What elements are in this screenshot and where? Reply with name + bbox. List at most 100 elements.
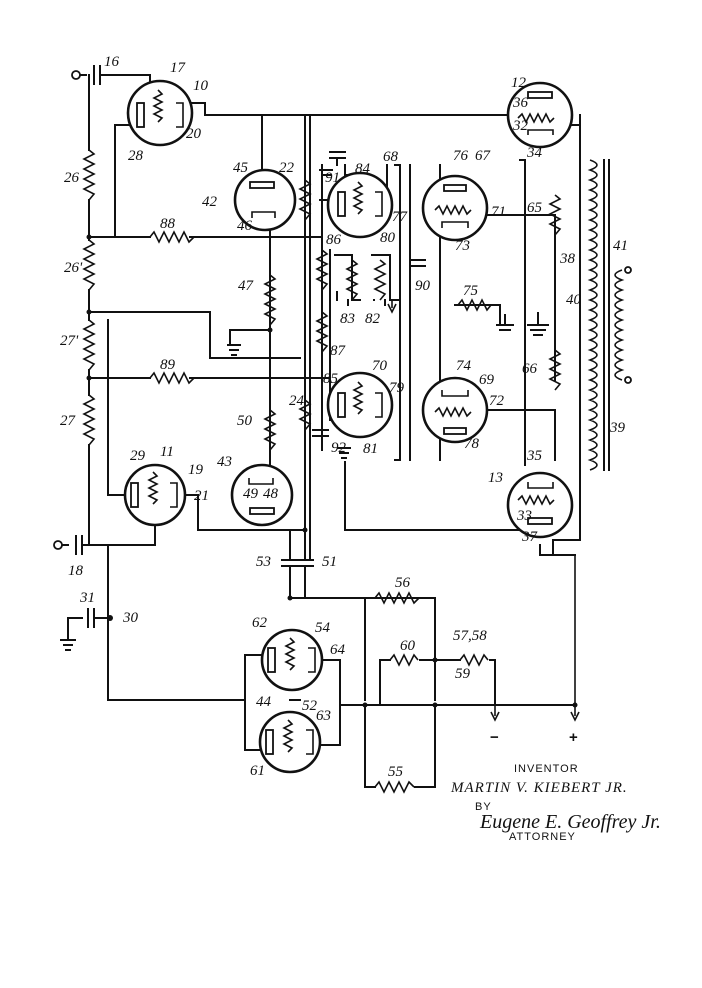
reference-label-52: 52 [302, 698, 318, 714]
reference-label-86: 86 [326, 232, 342, 248]
reference-label-11: 11 [160, 444, 174, 460]
reference-label-71: 71 [491, 204, 506, 220]
reference-label-36: 36 [512, 95, 529, 111]
reference-label-44: 44 [256, 694, 272, 710]
reference-label-61: 61 [250, 763, 265, 779]
reference-label-89: 89 [160, 357, 176, 373]
tube-70 [326, 371, 394, 439]
reference-label-59: 59 [455, 666, 471, 682]
reference-label-82: 82 [365, 311, 381, 327]
reference-label-83: 83 [340, 311, 355, 327]
reference-label-49: 49 [243, 486, 259, 502]
reference-label-18: 18 [68, 563, 84, 579]
reference-label-29: 29 [130, 448, 146, 464]
reference-label-27-: 27' [60, 333, 79, 349]
reference-label-88: 88 [160, 216, 176, 232]
minus-sign: − [490, 729, 499, 746]
tube-11 [123, 463, 187, 527]
reference-label-84: 84 [355, 161, 371, 177]
reference-label-65: 65 [527, 200, 543, 216]
reference-label-33: 33 [516, 508, 532, 524]
reference-label-56: 56 [395, 575, 411, 591]
reference-label-21: 21 [194, 488, 209, 504]
reference-label-37: 37 [521, 529, 539, 545]
reference-label-13: 13 [488, 470, 503, 486]
reference-label-92: 92 [331, 440, 347, 456]
reference-label-40: 40 [566, 292, 582, 308]
reference-label-26-: 26' [64, 260, 83, 276]
reference-label-78: 78 [464, 436, 480, 452]
reference-label-51: 51 [322, 554, 337, 570]
reference-label-26: 26 [64, 170, 80, 186]
tube-13 [506, 471, 574, 539]
reference-label-80: 80 [380, 230, 396, 246]
transformer [587, 159, 632, 471]
reference-label-17: 17 [170, 60, 187, 76]
reference-label-55: 55 [388, 764, 404, 780]
tube-12 [506, 81, 574, 149]
reference-label-57-58: 57,58 [453, 628, 487, 644]
inventor-name: MARTIN V. KIEBERT JR. [450, 780, 628, 796]
reference-label-81: 81 [363, 441, 378, 457]
reference-label-62: 62 [252, 615, 268, 631]
reference-label-12: 12 [511, 75, 527, 91]
reference-label-47: 47 [238, 278, 255, 294]
reference-label-91: 91 [325, 170, 340, 186]
reference-label-70: 70 [372, 358, 388, 374]
reference-label-63: 63 [316, 708, 331, 724]
tube-44-upper [260, 628, 324, 692]
reference-label-54: 54 [315, 620, 331, 636]
tube-69 [421, 376, 489, 444]
reference-label-24: 24 [289, 393, 305, 409]
reference-label-39: 39 [609, 420, 626, 436]
reference-label-69: 69 [479, 372, 495, 388]
reference-label-68: 68 [383, 149, 399, 165]
reference-label-53: 53 [256, 554, 271, 570]
wiring [53, 65, 581, 788]
plus-sign: + [569, 729, 578, 746]
reference-label-76: 76 [453, 148, 469, 164]
tube-44-lower [258, 710, 322, 774]
reference-label-27: 27 [60, 413, 77, 429]
reference-label-46: 46 [237, 218, 253, 234]
reference-label-32: 32 [512, 118, 529, 134]
reference-label-87: 87 [330, 343, 347, 359]
reference-label-19: 19 [188, 462, 204, 478]
reference-label-42: 42 [202, 194, 218, 210]
tube-10 [126, 79, 194, 147]
reference-label-66: 66 [522, 361, 538, 377]
reference-label-90: 90 [415, 278, 431, 294]
tube-42 [233, 168, 297, 232]
vacuum-tubes [123, 79, 574, 774]
resistors [82, 149, 562, 794]
reference-label-43: 43 [217, 454, 232, 470]
reference-label-45: 45 [233, 160, 249, 176]
tube-68 [326, 171, 394, 239]
inventor-caption: INVENTOR [514, 763, 579, 775]
reference-label-35: 35 [526, 448, 543, 464]
by-caption: BY [475, 801, 492, 813]
attorney-signature: Eugene E. Geoffrey Jr. [479, 811, 661, 833]
reference-label-38: 38 [559, 251, 576, 267]
reference-label-75: 75 [463, 283, 479, 299]
reference-label-67: 67 [475, 148, 492, 164]
reference-label-74: 74 [456, 358, 472, 374]
tube-43 [230, 463, 294, 527]
reference-label-28: 28 [128, 148, 144, 164]
reference-label-16: 16 [104, 54, 120, 70]
reference-label-60: 60 [400, 638, 416, 654]
reference-label-22: 22 [279, 160, 295, 176]
reference-label-34: 34 [526, 145, 543, 161]
reference-label-48: 48 [263, 486, 279, 502]
reference-label-20: 20 [186, 126, 202, 142]
reference-label-41: 41 [613, 238, 628, 254]
reference-label-10: 10 [193, 78, 209, 94]
reference-label-79: 79 [389, 380, 405, 396]
signature-block: INVENTOR MARTIN V. KIEBERT JR. BY Eugene… [450, 763, 661, 843]
reference-label-72: 72 [489, 393, 505, 409]
reference-label-64: 64 [330, 642, 346, 658]
attorney-caption: ATTORNEY [509, 831, 576, 843]
tube-67 [421, 174, 489, 242]
reference-label-73: 73 [455, 238, 470, 254]
